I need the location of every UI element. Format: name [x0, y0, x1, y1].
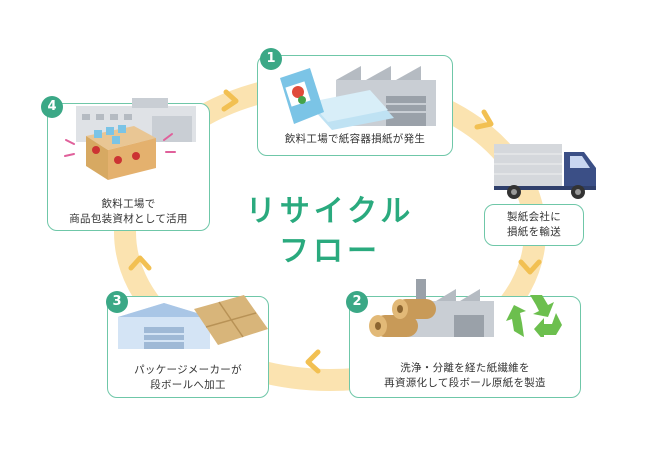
step-2-box: 2 洗浄・分離を経た紙繊維を 再資源化して段ボール原紙を製造: [346, 279, 581, 398]
flow-arrow-left: [128, 255, 152, 271]
step-1-box: 1 飲料工場で紙容器損紙が発生: [257, 48, 453, 156]
step-3-caption-line-1: パッケージメーカーが: [134, 364, 242, 376]
transport-box: 製紙会社に 損紙を輸送: [484, 204, 584, 246]
diagram-title: リサイクル フロー: [240, 192, 420, 272]
paper-mill-recycle-illustration: [369, 279, 562, 337]
step-2-caption-line-2: 再資源化して段ボール原紙を製造: [384, 377, 546, 389]
step-4-caption: 飲料工場で 商品包装資材として活用: [48, 197, 209, 227]
step-4-box: 4 飲料工場で 商品包装資材として活用: [41, 96, 210, 231]
step-1-caption: 飲料工場で紙容器損紙が発生: [258, 132, 452, 147]
flow-arrow-bottom: [305, 349, 321, 374]
transport-caption-line-1: 製紙会社に: [507, 211, 561, 223]
flow-arrow-right: [518, 259, 542, 275]
flow-arrow-top-left: [221, 89, 239, 112]
step-4-caption-line-1: 飲料工場で: [101, 198, 156, 210]
step-2-number: 2: [346, 291, 368, 313]
step-4-caption-line-2: 商品包装資材として活用: [69, 213, 188, 225]
warehouse-cardboard-illustration: [118, 295, 268, 349]
transport-caption-line-2: 損紙を輸送: [507, 226, 561, 238]
step-3-box: 3 パッケージメーカーが 段ボールへ加工: [106, 291, 269, 398]
step-3-caption: パッケージメーカーが 段ボールへ加工: [108, 363, 268, 393]
title-line-1: リサイクル: [245, 194, 415, 229]
flow-arrow-right-top: [474, 109, 494, 130]
step-3-number: 3: [106, 291, 128, 313]
step-2-caption: 洗浄・分離を経た紙繊維を 再資源化して段ボール原紙を製造: [350, 361, 580, 391]
step-2-caption-line-1: 洗浄・分離を経た紙繊維を: [400, 362, 530, 374]
step-1-number: 1: [260, 48, 282, 70]
truck-icon: [494, 144, 596, 199]
factory-packaging-illustration: [64, 98, 196, 180]
step-1-caption-line-1: 飲料工場で紙容器損紙が発生: [284, 133, 426, 145]
transport-caption: 製紙会社に 損紙を輸送: [485, 210, 583, 240]
title-line-2: フロー: [279, 234, 381, 269]
factory-carton-illustration: [280, 66, 436, 130]
step-4-number: 4: [41, 96, 63, 118]
step-3-caption-line-2: 段ボールへ加工: [150, 379, 226, 391]
